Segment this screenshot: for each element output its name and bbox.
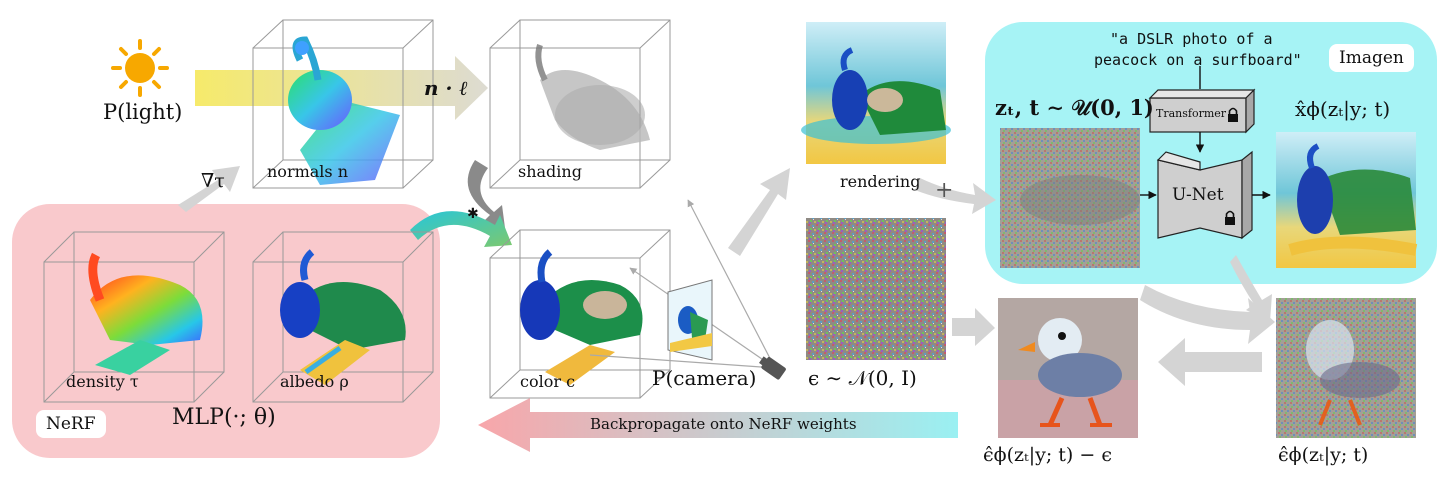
gradient-label: ∇τ [201, 170, 225, 192]
normals-peacock [288, 36, 400, 185]
xhat-image [1276, 132, 1418, 268]
mlp-label: MLP(·; θ) [172, 405, 276, 430]
dot-product-label: n · ℓ [424, 76, 468, 100]
shading-to-color-arrow [467, 160, 505, 228]
imagen-down-arrow [1230, 255, 1272, 322]
prompt-line-2: peacock on a surfboard" [1094, 51, 1302, 69]
light-label: P(light) [103, 100, 183, 124]
density-peacock [88, 252, 203, 375]
epshat-to-diff-arrow [1158, 338, 1262, 386]
eps-diff-label: ϵ̂ϕ(zₜ|y; t) − ϵ [983, 444, 1112, 466]
nerf-tag: NeRF [36, 410, 106, 438]
zt-noisy-image [1000, 128, 1140, 268]
gradient-arrow [178, 166, 240, 212]
xhat-label: x̂ϕ(zₜ|y; t) [1295, 97, 1391, 121]
prompt-line-1: "a DSLR photo of a [1110, 30, 1273, 48]
camera-plane [667, 279, 713, 361]
sun-icon [111, 39, 169, 97]
rendering-to-plus-arrow [915, 178, 996, 214]
camera-label: P(camera) [652, 366, 757, 390]
unet-lock-icon [1225, 210, 1235, 225]
normals-label: normals n [267, 162, 349, 181]
eps-hat-label: ϵ̂ϕ(zₜ|y; t) [1278, 444, 1369, 466]
lock-icon [1228, 107, 1238, 122]
noise-image [806, 218, 946, 360]
albedo-to-color-arrow [410, 211, 512, 247]
normals-cube [252, 19, 434, 189]
color-peacock [520, 249, 643, 385]
color-to-rendering-arrow [728, 168, 790, 256]
unet-label: U-Net [1172, 185, 1224, 205]
eps-hat-image [1276, 298, 1416, 438]
transformer-label: Transformer [1156, 107, 1227, 120]
zt-label: zₜ, t ∼ 𝒰(0, 1) [995, 95, 1154, 120]
rendering-label: rendering [840, 172, 921, 191]
xhat-to-epshat-arrow [1140, 285, 1275, 344]
shading-label: shading [518, 162, 582, 181]
eps-diff-image [998, 298, 1138, 438]
backprop-arrow [478, 398, 958, 452]
noise-to-eps-arrow [952, 308, 995, 346]
unet-box [1156, 150, 1253, 240]
plus-label: + [935, 178, 954, 203]
density-cube [43, 231, 225, 403]
albedo-peacock [280, 249, 406, 385]
color-label: color c [520, 372, 576, 391]
transformer-box [1148, 88, 1256, 134]
albedo-label: albedo ρ [280, 372, 349, 391]
nerf-box [12, 204, 440, 458]
noise-label: ϵ ∼ 𝒩(0, I) [808, 366, 917, 390]
camera-icon [759, 356, 786, 380]
imagen-tag: Imagen [1329, 44, 1414, 72]
density-label: density τ [66, 372, 139, 391]
shading-peacock [535, 44, 650, 150]
rendering-image [801, 22, 951, 164]
star-label: ✱ [467, 206, 479, 222]
backprop-label: Backpropagate onto NeRF weights [590, 415, 857, 433]
